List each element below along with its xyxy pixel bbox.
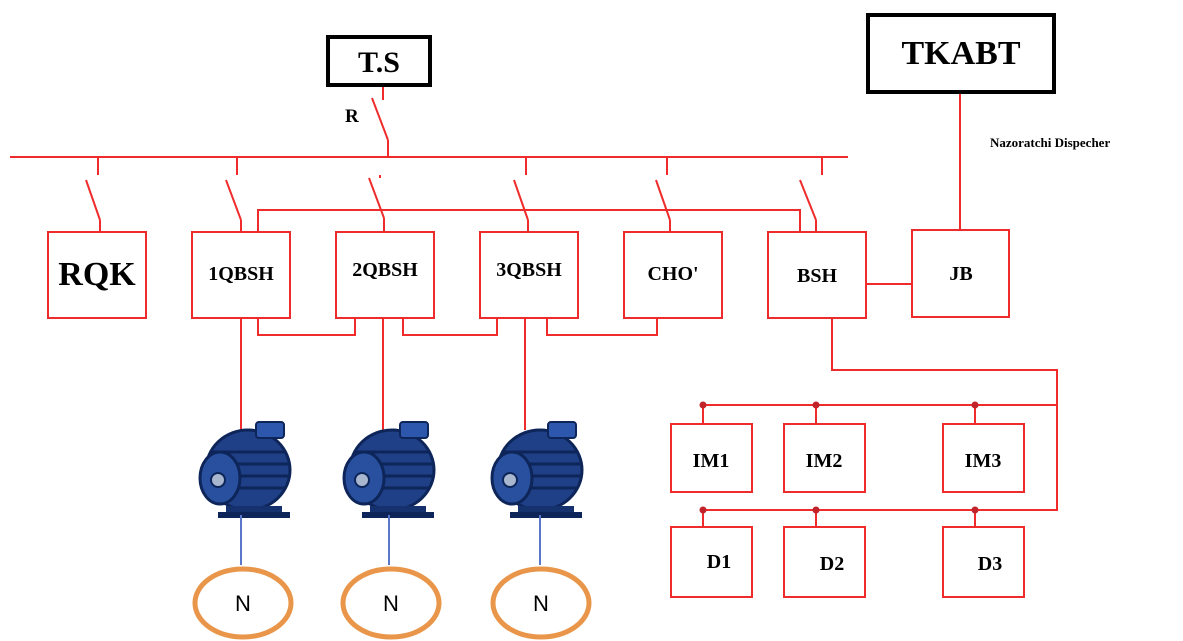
electric-motor-icon bbox=[490, 420, 584, 520]
load-1: N bbox=[192, 566, 294, 640]
unit-d2: D2 bbox=[783, 526, 866, 598]
unit-d3: D3 bbox=[942, 526, 1025, 598]
motor-1 bbox=[198, 420, 292, 565]
dispatcher-label: Nazoratchi Dispecher bbox=[990, 135, 1110, 150]
panel-2qbsh-label: 2QBSH bbox=[352, 259, 418, 281]
ts-label: T.S bbox=[358, 46, 400, 79]
panel-2qbsh: 2QBSH bbox=[335, 231, 435, 319]
panel-3qbsh-label: 3QBSH bbox=[496, 259, 562, 281]
motor-3 bbox=[490, 420, 584, 565]
electric-motor-icon bbox=[342, 420, 436, 520]
tkabt-label: TKABT bbox=[901, 35, 1020, 72]
panel-3qbsh: 3QBSH bbox=[479, 231, 579, 319]
wiring bbox=[10, 85, 1058, 527]
panel-1qbsh: 1QBSH bbox=[191, 231, 291, 319]
unit-im3-label: IM3 bbox=[965, 450, 1002, 472]
motor-2 bbox=[342, 420, 436, 565]
unit-im2: IM2 bbox=[783, 423, 866, 493]
panel-cho-label: CHO' bbox=[647, 263, 698, 285]
tkabt-box: TKABT bbox=[866, 13, 1056, 94]
unit-d2-label: D2 bbox=[820, 553, 844, 575]
load-1-label: N bbox=[235, 591, 251, 616]
panel-rqk-label: RQK bbox=[58, 256, 136, 293]
load-2-label: N bbox=[383, 591, 399, 616]
switch-label-r: R bbox=[345, 106, 359, 127]
electric-motor-icon bbox=[198, 420, 292, 520]
unit-im3: IM3 bbox=[942, 423, 1025, 493]
load-3-label: N bbox=[533, 591, 549, 616]
unit-d3-label: D3 bbox=[978, 553, 1002, 575]
unit-im1: IM1 bbox=[670, 423, 753, 493]
ts-box: T.S bbox=[326, 35, 432, 87]
panel-jb-label: JB bbox=[949, 263, 972, 285]
load-3: N bbox=[490, 566, 592, 640]
panel-cho: CHO' bbox=[623, 231, 723, 319]
unit-d1-label: D1 bbox=[707, 551, 731, 573]
bus-switches bbox=[85, 157, 823, 232]
unit-d1: D1 bbox=[670, 526, 753, 598]
panel-bsh-label: BSH bbox=[797, 265, 837, 287]
panel-rqk: RQK bbox=[47, 231, 147, 319]
unit-im1-label: IM1 bbox=[693, 450, 730, 472]
panel-jb: JB bbox=[911, 229, 1010, 318]
panel-1qbsh-label: 1QBSH bbox=[208, 263, 274, 285]
panel-bsh: BSH bbox=[767, 231, 867, 319]
load-2: N bbox=[340, 566, 442, 640]
unit-im2-label: IM2 bbox=[806, 450, 843, 472]
